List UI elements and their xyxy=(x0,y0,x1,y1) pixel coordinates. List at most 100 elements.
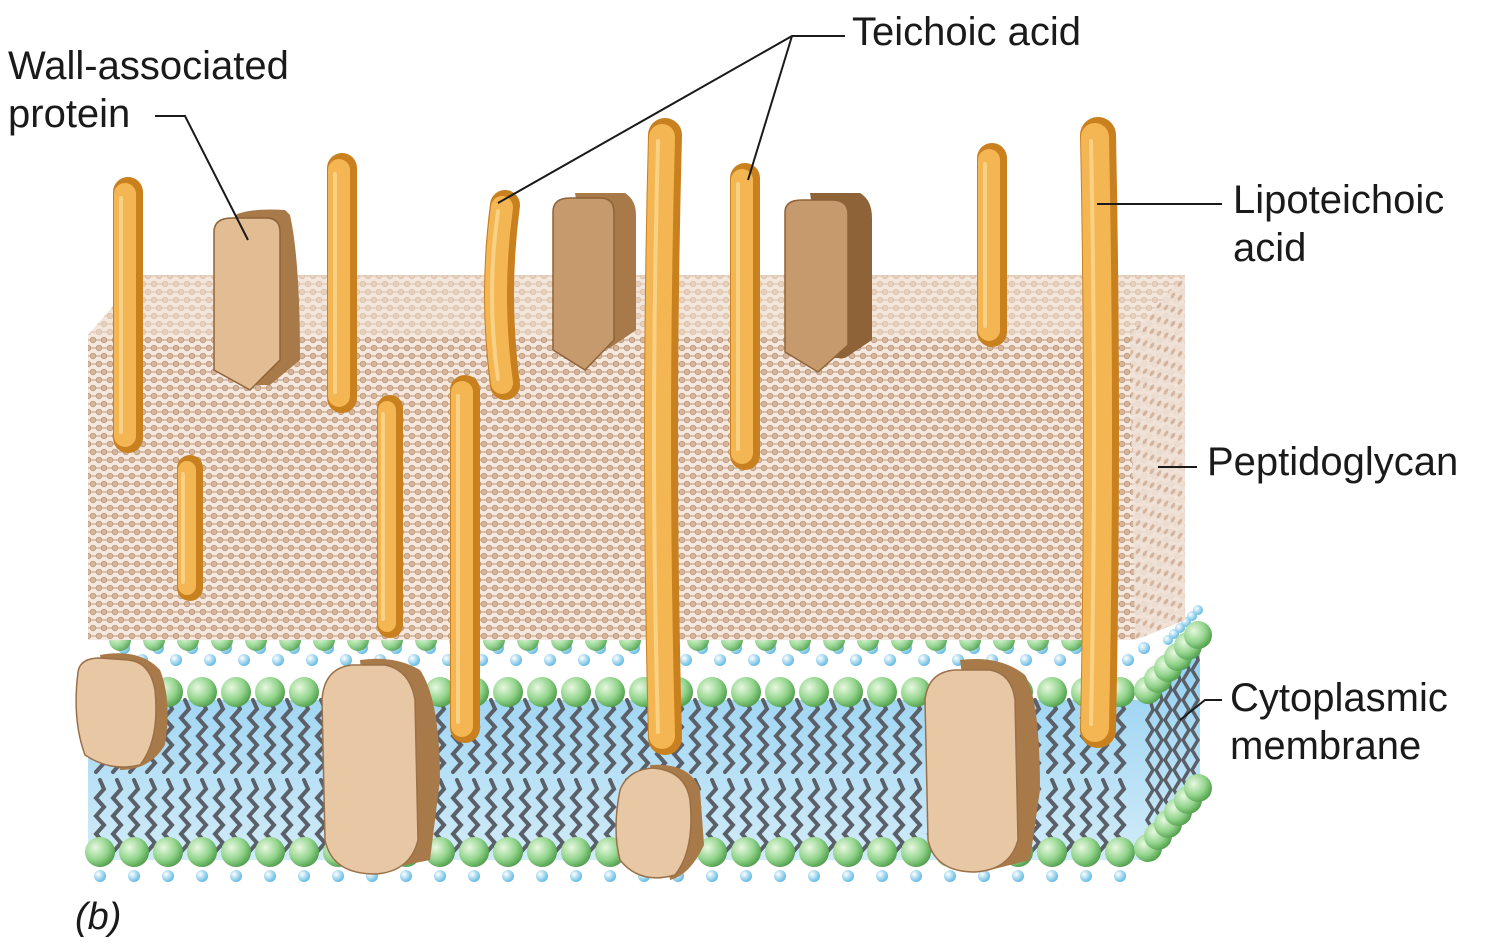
lipid-head xyxy=(867,677,897,707)
lipid-tail xyxy=(212,698,226,774)
leader-teichoic-acid-2 xyxy=(747,35,793,181)
lipid-head xyxy=(731,677,761,707)
membrane-protein xyxy=(615,764,704,880)
rod-body xyxy=(645,124,675,749)
lipid-head xyxy=(561,837,591,867)
lipid-tail xyxy=(229,698,243,774)
lipid-tail xyxy=(688,698,702,774)
lipid-head xyxy=(1037,837,1067,867)
small-head xyxy=(298,870,310,882)
lipid-tail xyxy=(314,778,328,854)
lipid-tail xyxy=(756,778,770,854)
label-wall-associated-protein-1: Wall-associated xyxy=(8,44,289,88)
lipid-tail xyxy=(603,698,617,774)
lipid-tail xyxy=(1180,659,1192,801)
lipid-tail xyxy=(552,698,566,774)
lipid-head xyxy=(901,837,931,867)
small-head xyxy=(808,870,820,882)
rod-highlight xyxy=(652,139,660,734)
small-head xyxy=(774,870,786,882)
lipid-head xyxy=(119,837,149,867)
small-head xyxy=(1080,870,1092,882)
small-head xyxy=(1122,654,1134,666)
lipid-tail xyxy=(824,698,838,774)
lipid-tail xyxy=(807,698,821,774)
lipid-tail xyxy=(569,698,583,774)
small-head xyxy=(170,654,182,666)
lipid-tail xyxy=(280,778,294,854)
lipid-head xyxy=(1184,774,1212,802)
lipid-head xyxy=(833,837,863,867)
teichoic-acid-rod xyxy=(729,163,761,470)
lipid-tail xyxy=(212,778,226,854)
small-head xyxy=(510,654,522,666)
lipid-tail xyxy=(246,778,260,854)
small-head xyxy=(782,654,794,666)
lipid-tail xyxy=(280,698,294,774)
label-wall-associated-protein-2: protein xyxy=(8,92,131,136)
small-head xyxy=(578,654,590,666)
rod-body xyxy=(485,196,513,394)
lipid-tail xyxy=(705,698,719,774)
lipid-head xyxy=(1105,837,1135,867)
lipid-tail xyxy=(892,698,906,774)
lipid-head xyxy=(697,677,727,707)
lipid-tail xyxy=(773,698,787,774)
lipid-tail xyxy=(722,778,736,854)
small-head xyxy=(612,654,624,666)
lipid-head xyxy=(833,677,863,707)
lipid-head xyxy=(425,677,455,707)
small-head xyxy=(408,654,420,666)
teichoic-acid-rod xyxy=(112,177,143,453)
small-head xyxy=(238,654,250,666)
wall-protein xyxy=(784,193,872,373)
membrane-protein xyxy=(75,653,168,770)
lipid-tail xyxy=(824,778,838,854)
small-head xyxy=(918,654,930,666)
lipid-head xyxy=(493,837,523,867)
lipid-tail xyxy=(1096,778,1110,854)
teichoic-acid-rod xyxy=(1080,117,1119,748)
small-head xyxy=(816,654,828,666)
lipid-head xyxy=(1071,837,1101,867)
lipid-tail xyxy=(756,698,770,774)
lipid-tail xyxy=(450,778,464,854)
lipid-head xyxy=(187,837,217,867)
lipid-head xyxy=(289,677,319,707)
lipid-tail xyxy=(518,778,532,854)
lipid-tail xyxy=(586,698,600,774)
teichoic-acid-chains xyxy=(112,117,1119,755)
lipid-tail xyxy=(1113,698,1127,774)
lipid-tail xyxy=(858,698,872,774)
lipid-tail xyxy=(518,698,532,774)
small-head xyxy=(306,654,318,666)
lipid-head xyxy=(799,837,829,867)
membrane-protein xyxy=(321,658,440,875)
label-cytoplasmic-membrane-2: membrane xyxy=(1230,724,1422,768)
small-head xyxy=(1138,642,1150,654)
label-teichoic-acid: Teichoic acid xyxy=(852,10,1082,54)
teichoic-acid-rod xyxy=(376,395,404,638)
small-head xyxy=(876,870,888,882)
small-head xyxy=(748,654,760,666)
lipid-tail xyxy=(1062,698,1076,774)
lipid-tail xyxy=(263,698,277,774)
lipid-tail xyxy=(790,698,804,774)
lipid-head xyxy=(221,837,251,867)
leader-lines xyxy=(155,35,1222,721)
lipid-head xyxy=(255,837,285,867)
lipid-head xyxy=(289,837,319,867)
wall-protein xyxy=(552,193,636,371)
lipid-head xyxy=(595,677,625,707)
lipid-tail xyxy=(858,778,872,854)
lipid-tail xyxy=(195,698,209,774)
lipid-tail xyxy=(875,698,889,774)
lipid-tail xyxy=(1162,679,1174,821)
peptidoglycan-layer xyxy=(88,275,1185,640)
leader-wall-protein xyxy=(155,115,249,241)
small-head xyxy=(910,870,922,882)
lipid-tail xyxy=(178,778,192,854)
lipid-head xyxy=(493,677,523,707)
small-head xyxy=(1012,870,1024,882)
